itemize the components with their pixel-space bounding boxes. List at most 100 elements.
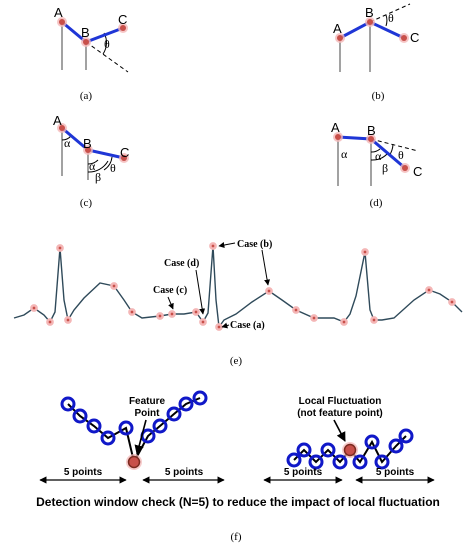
alpha-label: α <box>341 147 348 161</box>
case-c-arrow <box>167 296 174 310</box>
ecg-point <box>128 308 136 316</box>
caption-e: (e) <box>230 355 243 367</box>
case-d-arrow <box>195 269 206 315</box>
window-footer: Detection window check (N=5) to reduce t… <box>36 495 440 509</box>
theta-arc <box>103 156 113 171</box>
ecg-point <box>310 314 318 322</box>
beta-label: β <box>382 161 388 175</box>
fluctuation-arrow <box>333 419 346 442</box>
case-b-label: Case (b) <box>237 239 272 250</box>
label-a: A <box>53 113 62 128</box>
panel-a: A B C θ (a) <box>54 5 129 102</box>
feature-label: Point <box>135 408 161 419</box>
point-c <box>402 165 408 171</box>
ecg-waveform <box>13 245 463 329</box>
extension-dash <box>369 3 411 23</box>
sample-point <box>86 418 102 434</box>
alpha-arc <box>370 148 381 153</box>
extension-dash <box>370 138 419 152</box>
point-b <box>85 147 91 153</box>
sample-point <box>398 428 414 444</box>
point-b <box>83 39 89 45</box>
label-c: C <box>120 145 129 160</box>
sample-point <box>308 454 324 470</box>
sample-point <box>296 442 312 458</box>
label-c: C <box>413 164 422 179</box>
extension-dash <box>85 41 129 73</box>
sample-point <box>166 406 182 422</box>
sample-point <box>100 430 116 446</box>
panel-c: A B C α α β θ (c) <box>53 113 129 209</box>
panel-b: A B C θ (b) <box>333 3 419 102</box>
point-c <box>401 35 407 41</box>
sample-point <box>332 454 348 470</box>
case-b-arrow <box>261 249 271 286</box>
ecg-point <box>56 244 64 252</box>
ecg-point <box>340 318 348 326</box>
theta-arc <box>385 14 388 27</box>
ecg-point <box>292 306 300 314</box>
ecg-points <box>30 242 456 331</box>
ecg-point <box>448 298 456 306</box>
label-b: B <box>81 25 90 40</box>
ecg-point <box>265 287 273 295</box>
label-b: B <box>367 123 376 138</box>
fluctuation-point <box>343 443 357 457</box>
sample-point <box>286 452 302 468</box>
ecg-point <box>64 316 72 324</box>
sample-point <box>352 454 368 470</box>
window-right-label: 5 points <box>376 467 415 478</box>
sample-point <box>60 396 76 412</box>
point-b <box>367 19 373 25</box>
label-a: A <box>54 5 63 20</box>
ecg-point <box>209 242 217 250</box>
ecg-point <box>361 248 369 256</box>
point-a <box>59 125 65 131</box>
alpha-arc <box>87 159 99 165</box>
ecg-point <box>215 323 223 331</box>
caption-f: (f) <box>231 531 242 543</box>
fluctuation-label: Local Fluctuation <box>299 396 382 407</box>
segment-line <box>61 20 124 44</box>
label-c: C <box>118 12 127 27</box>
panel-d: A B C α α β θ (d) <box>331 120 422 209</box>
theta-label: θ <box>388 11 394 25</box>
segment-line <box>61 126 125 160</box>
sample-point <box>192 390 208 406</box>
feature-label: Feature <box>129 396 166 407</box>
point-a <box>335 134 341 140</box>
sample-point <box>178 396 194 412</box>
label-c: C <box>410 30 419 45</box>
label-a: A <box>333 21 342 36</box>
window-points-left <box>60 390 208 446</box>
ecg-point <box>30 304 38 312</box>
sample-point <box>152 418 168 434</box>
ecg-point <box>199 318 207 326</box>
ecg-point <box>46 318 54 326</box>
sample-point <box>320 442 336 458</box>
sample-point <box>364 434 380 450</box>
alpha-label: α <box>375 149 382 163</box>
sample-point <box>374 454 390 470</box>
panel-f: Feature Point 5 points 5 points Local Fl… <box>36 390 440 543</box>
caption-d: (d) <box>370 197 383 209</box>
caption-b: (b) <box>372 90 385 102</box>
ecg-point <box>192 308 200 316</box>
ecg-point <box>168 310 176 318</box>
case-a-arrow <box>221 322 230 329</box>
alpha-label: α <box>64 136 71 150</box>
fluctuation-label: (not feature point) <box>297 408 383 419</box>
caption-a: (a) <box>80 90 93 102</box>
window-left-label: 5 points <box>64 467 103 478</box>
sample-point <box>388 438 404 454</box>
ecg-point <box>110 282 118 290</box>
window-points-right <box>286 428 414 470</box>
alpha-label: α <box>89 159 96 173</box>
label-a: A <box>331 120 340 135</box>
caption-c: (c) <box>80 197 93 209</box>
case-d-label: Case (d) <box>164 258 199 269</box>
point-b <box>368 136 374 142</box>
label-b: B <box>83 136 92 151</box>
ecg-point <box>156 312 164 320</box>
